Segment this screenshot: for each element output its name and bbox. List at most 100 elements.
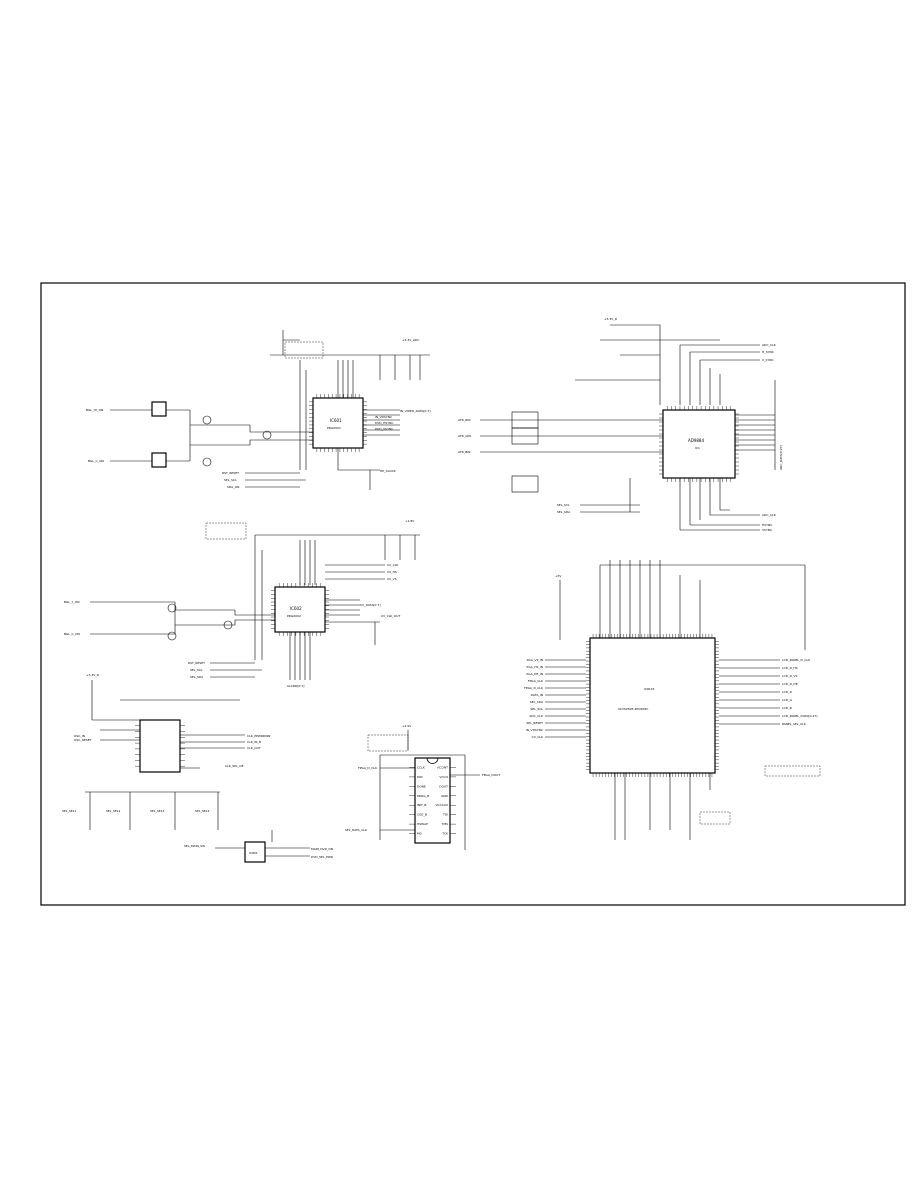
net-fpga-dout: FPGA_DOUT [482, 773, 500, 777]
block-bottom-left: +3.3V_D OSC_IN OSC_RESET CLK_PPWRDWN CLK… [62, 673, 333, 863]
prom-pin-label: DONE [417, 784, 426, 788]
ic601-part: PRG0001 [327, 426, 341, 430]
prom-pin-label: GND [441, 794, 449, 798]
prom-ic-body [414, 757, 451, 844]
prom-pin-label: TCK [441, 832, 449, 836]
transistor-4 [167, 603, 177, 613]
fpga-output-label: LCD_D_DE [782, 682, 798, 686]
fpga-input-label: XGA_DE_IN [526, 672, 543, 676]
net-in-vdsync: IN_VDSYNC [375, 415, 392, 419]
net-sel-main-sw: SEL_MAIN_SW [184, 844, 205, 848]
net-clk-ppwrdwn: CLK_PPWRDWN [247, 734, 270, 738]
fpga-input-label: FPGA_D_CLK [524, 686, 544, 690]
net-bgl-c-on-ml: BGL_C_ON [64, 632, 80, 636]
fpga-output-label: LCD_PANEL_DATA[0:47] [782, 714, 817, 718]
prom-pin-label: VCCINT [437, 765, 448, 769]
net-hsync-bot: HSYNC [762, 523, 772, 527]
net-in-video-data: IN_VIDEO_DATA[0:7] [400, 409, 431, 413]
block-bottom-right: +5V IC8101 XC3S250E-4PQ208C XGA_VS_INXGA… [524, 560, 821, 840]
fpga-ref: IC8101 [644, 687, 655, 691]
fpga-output-label: PANEL_SEL_CLK [782, 722, 807, 726]
net-sel-scl-ml: SEL_SCL [190, 668, 203, 672]
transistor-3 [262, 430, 272, 440]
net-h-sync-top: H_SYNC [762, 350, 774, 354]
net-atr-rin: ATR_RIN [458, 418, 470, 422]
rail-label-tr: +3.3V_D [604, 317, 618, 321]
net-dvd-sel-pwr: DVD_SEL_PWR [311, 855, 333, 859]
net-sel-sda-ml: SEL_SDA [190, 675, 204, 679]
transistor-2 [202, 457, 212, 467]
net-hp-clock: HP_CLOCK [380, 469, 397, 473]
filter-2 [151, 452, 167, 468]
net-clk-sel-oe: CLK_SEL_OE [225, 764, 244, 768]
fpga-output-label: LCD_R [782, 690, 792, 694]
fpga-input-label: DATA_IN [531, 693, 543, 697]
fpga-output-label: LCD_D_HS [782, 666, 798, 670]
fpga-input-label: SEL_SDA [530, 700, 544, 704]
prom-pin-label: VCCAUX [435, 803, 448, 807]
net-cv-clk: CV_CLK [387, 563, 399, 567]
prom-pin-label: CCLK [417, 765, 426, 769]
fpga-input-label: SEL_RESET [526, 721, 543, 725]
net-sel-2: SEL_SEL2 [106, 809, 120, 813]
prom-pin-label: TDI [442, 813, 448, 817]
note-box [284, 341, 324, 359]
net-adc-clk-bot: ADC_CLK [762, 513, 777, 517]
net-sel-data-clk: SEL_DATA_CLK [345, 828, 368, 832]
prom-pin-label: CSO_B [417, 813, 427, 817]
prom-pin-label: DOUT [439, 784, 448, 788]
ic1-adc-ref: IC1 [695, 446, 700, 450]
input-box-b [511, 475, 539, 493]
fpga-input-label: SEL_SCL [530, 707, 543, 711]
rail-label-mc: +2.5V [402, 724, 412, 728]
prom-pin-label: DIN [417, 775, 422, 779]
net-dvd-hsync: DVD_HSYNC [375, 421, 393, 425]
net-atr-bin: ATR_BIN [458, 450, 470, 454]
net-clk-out: CLK_OUT [247, 746, 261, 750]
prom-pin-label: TMS [441, 822, 448, 826]
fpga-input-label: XGA_VS_IN [526, 658, 543, 662]
net-sda-on: SDA_ON [227, 485, 239, 489]
clock-ic-body [139, 719, 181, 773]
ic1-adc-part: AD9884 [688, 438, 704, 443]
fpga-input-label: IN_VDSYNC [526, 728, 543, 732]
net-sel-1: SEL_SEL1 [62, 809, 76, 813]
block-top-right: +3.3V_D ADC_CLK H_SYNC V_SYNC AD9884 IC1… [458, 317, 783, 532]
fpga-body [589, 637, 716, 774]
transistor-6 [223, 620, 233, 630]
net-sel-4: SEL_SEL4 [195, 809, 209, 813]
ic602-part: PRG0002 [287, 614, 301, 618]
prom-pin-label: M0 [417, 832, 422, 836]
fpga-output-label: LCD_B [782, 706, 792, 710]
rail-label-br: +5V [555, 574, 562, 578]
net-cv-hs: CV_HS [387, 570, 397, 574]
net-rst-reset-ml: RST_RESET [188, 661, 205, 665]
prom-pin-label: PROG_B [417, 794, 429, 798]
fpga-input-label: CV_CLK [532, 735, 544, 739]
prom-pin-label: INIT_B [417, 803, 426, 807]
fpga-input-label: XGA_HS_IN [526, 665, 543, 669]
ic601-ref: IC601 [330, 418, 342, 423]
net-bgl-yp-on: BGL_YP_ON [86, 408, 103, 412]
net-sel-scl-tr: SEL_SCL [557, 503, 570, 507]
sheet-frame [40, 282, 906, 906]
net-sel-3: SEL_SEL3 [150, 809, 164, 813]
net-fpga-d-clk: FPGA_D_CLK [358, 766, 378, 770]
net-cv-vs: CV_VS [387, 577, 397, 581]
ic1-adc-body [662, 409, 736, 479]
transistor-5 [167, 631, 177, 641]
net-alcrd: ALCRD[0:7] [287, 684, 304, 688]
prom-pin-label: HSWAP [417, 822, 428, 826]
net-cv-data: CV_DATA[0:7] [360, 603, 381, 607]
ic601-body [312, 397, 364, 449]
net-osc-reset: OSC_RESET [74, 738, 92, 742]
prom-pin-label: VCCO [439, 775, 448, 779]
net-bgl-c-on: BGL_C_ON [88, 459, 104, 463]
net-adc-clk-top: ADC_CLK [762, 343, 777, 347]
net-osc-in: OSC_IN [74, 734, 85, 738]
filter-1 [151, 401, 167, 417]
fpga-output-label: LCD_G [782, 698, 793, 702]
ic602-ref: IC602 [290, 606, 302, 611]
